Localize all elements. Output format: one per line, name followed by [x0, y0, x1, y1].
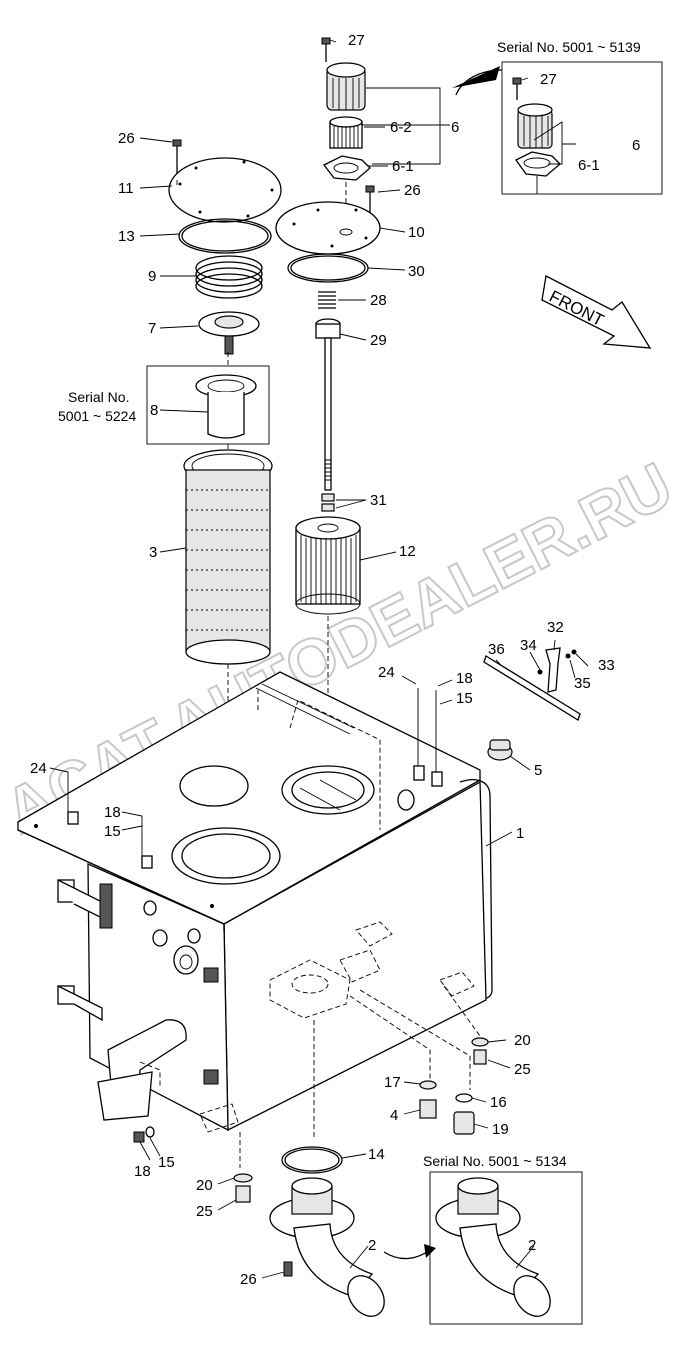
suction-strainer-3 — [183, 449, 273, 665]
callout-30: 30 — [408, 263, 425, 280]
callout-7: 7 — [148, 320, 156, 337]
callout-10: 10 — [408, 224, 425, 241]
callout-24: 24 — [378, 664, 395, 681]
serial-note-5224-line2: 5001 ~ 5224 — [58, 408, 136, 424]
callout-18: 18 — [104, 804, 121, 821]
callout-32: 32 — [547, 619, 564, 636]
callout-20: 20 — [196, 1177, 213, 1194]
callout-25: 25 — [514, 1061, 531, 1078]
callout-4: 4 — [390, 1107, 398, 1124]
callout-31: 31 — [370, 492, 387, 509]
callout-20: 20 — [514, 1032, 531, 1049]
callout-19: 19 — [492, 1121, 509, 1138]
callout-26: 26 — [118, 130, 135, 147]
front-label: FRONT — [546, 287, 607, 331]
callout-15: 15 — [158, 1154, 175, 1171]
callout-13: 13 — [118, 228, 135, 245]
callout-15: 15 — [104, 823, 121, 840]
cover-plate-11 — [168, 139, 282, 355]
level-gauge-parts — [483, 647, 581, 721]
callout-24: 24 — [30, 760, 47, 777]
callout-2: 2 — [528, 1237, 536, 1254]
callout-25: 25 — [196, 1203, 213, 1220]
callout-26: 26 — [404, 182, 421, 199]
callout-27: 27 — [348, 32, 365, 49]
callout-11: 11 — [118, 180, 134, 197]
callout-18: 18 — [456, 670, 473, 687]
callout-1: 1 — [516, 825, 524, 842]
callout-9: 9 — [148, 268, 156, 285]
callout-14: 14 — [368, 1146, 385, 1163]
callout-3: 3 — [149, 544, 157, 561]
callout-6-1: 6-1 — [578, 157, 600, 174]
serial-note-5139: Serial No. 5001 ~ 5139 — [497, 39, 641, 55]
callout-16: 16 — [490, 1094, 507, 1111]
callout-8: 8 — [150, 402, 158, 419]
callout-26: 26 — [240, 1271, 257, 1288]
front-arrow: FRONT — [541, 275, 652, 349]
callout-36: 36 — [488, 641, 505, 658]
callout-6-1: 6-1 — [392, 158, 414, 175]
serial-box-5224: Serial No. 5001 ~ 5224 — [58, 365, 270, 445]
filter-cap-assembly — [321, 37, 371, 228]
tank-body-1 — [17, 671, 513, 1168]
callout-labels: 27 27 6-2 6 6-1 6 6-1 26 11 13 9 7 8 3 2… — [30, 32, 640, 1288]
callout-29: 29 — [370, 332, 387, 349]
callout-27: 27 — [540, 71, 557, 88]
return-filter-12 — [295, 516, 361, 615]
cover-plate-10 — [275, 185, 381, 512]
serial-box-5134: Serial No. 5001 ~ 5134 — [423, 1153, 583, 1325]
callout-6: 6 — [451, 119, 459, 136]
callout-17: 17 — [384, 1074, 401, 1091]
callout-6-2: 6-2 — [390, 119, 412, 136]
serial-note-5224-line1: Serial No. — [68, 389, 129, 405]
callout-5: 5 — [534, 762, 542, 779]
serial-note-5134: Serial No. 5001 ~ 5134 — [423, 1153, 567, 1169]
callout-6: 6 — [632, 137, 640, 154]
callout-33: 33 — [598, 657, 615, 674]
callout-12: 12 — [399, 543, 416, 560]
callout-15: 15 — [456, 690, 473, 707]
serial-box-5139: Serial No. 5001 ~ 5139 — [452, 39, 663, 195]
callout-34: 34 — [520, 637, 537, 654]
suction-elbow-2 — [269, 1177, 436, 1317]
callout-28: 28 — [370, 292, 387, 309]
leader-lines — [49, 39, 589, 1279]
callout-18: 18 — [134, 1163, 151, 1180]
bottom-fittings — [133, 1037, 489, 1203]
callout-35: 35 — [574, 675, 591, 692]
callout-2: 2 — [368, 1237, 376, 1254]
